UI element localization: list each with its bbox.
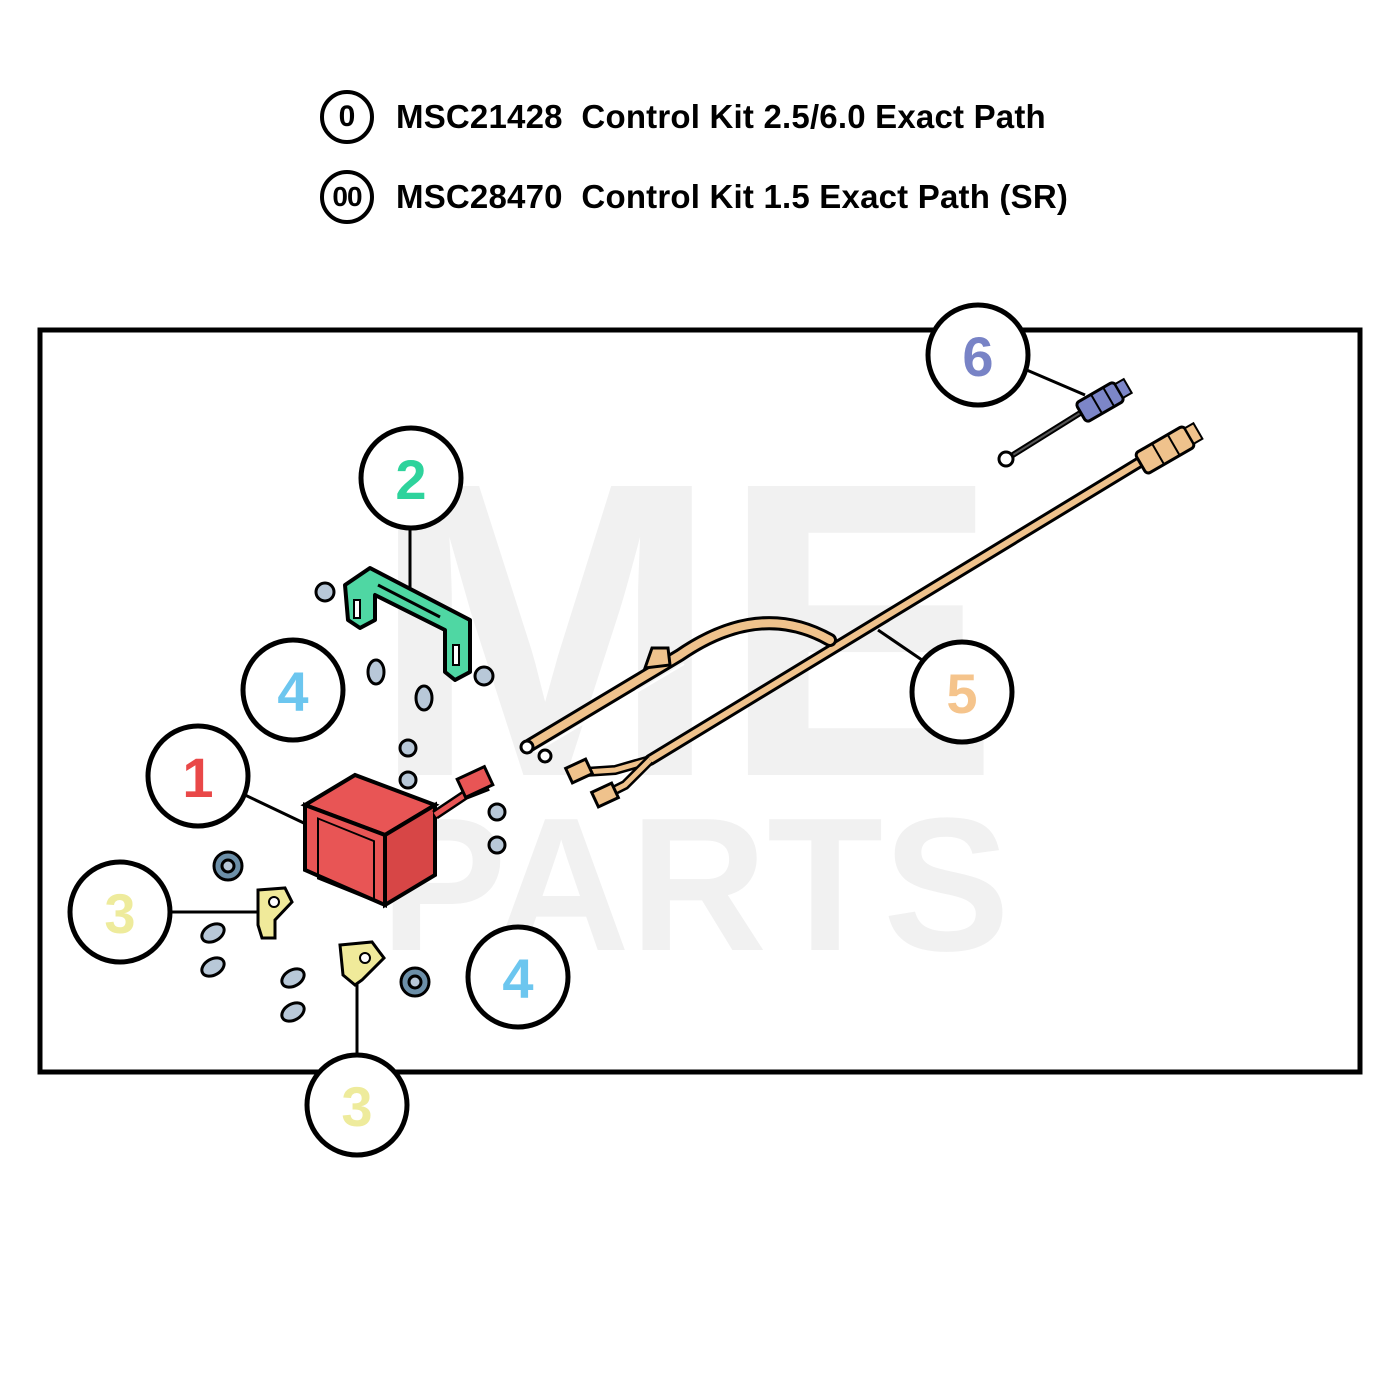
callout-3-label: 3 (104, 882, 135, 945)
callout-2: 2 (358, 425, 464, 531)
kit-description: MSC21428 Control Kit 2.5/6.0 Exact Path (396, 98, 1046, 135)
hardware-fasteners (200, 581, 507, 1023)
kit-badge: 00 (320, 170, 374, 224)
callout-5: 5 (909, 639, 1015, 745)
callout-4-lower: 4 (465, 924, 571, 1030)
kit-description: MSC28470 Control Kit 1.5 Exact Path (SR) (396, 178, 1069, 215)
callout-1-label: 1 (182, 746, 213, 809)
gusset-plate-upper (256, 886, 294, 940)
callout-5-label: 5 (946, 662, 977, 725)
kit-row-1: 00 MSC28470 Control Kit 1.5 Exact Path (… (320, 170, 1068, 224)
callout-3-left: 3 (67, 859, 173, 965)
callout-2-label: 2 (395, 448, 426, 511)
kit-badge: 0 (320, 90, 374, 144)
callout-3-bottom: 3 (304, 1052, 410, 1158)
jumper-wire (997, 377, 1134, 468)
callout-6-label: 6 (962, 325, 993, 388)
callout-1: 1 (145, 723, 251, 829)
leader-lines (170, 366, 1086, 1055)
callout-3-label: 3 (341, 1075, 372, 1138)
controller-module (300, 764, 495, 909)
callout-4-upper: 4 (240, 637, 346, 743)
mounting-bracket (343, 566, 472, 682)
callout-6: 6 (925, 302, 1031, 408)
callout-4-label: 4 (277, 660, 308, 723)
diagram-frame (37, 327, 1363, 1075)
wiring-harness (519, 421, 1204, 809)
gusset-plate-lower (338, 940, 386, 987)
kit-row-0: 0 MSC21428 Control Kit 2.5/6.0 Exact Pat… (320, 90, 1046, 144)
callout-4-label: 4 (502, 947, 533, 1010)
